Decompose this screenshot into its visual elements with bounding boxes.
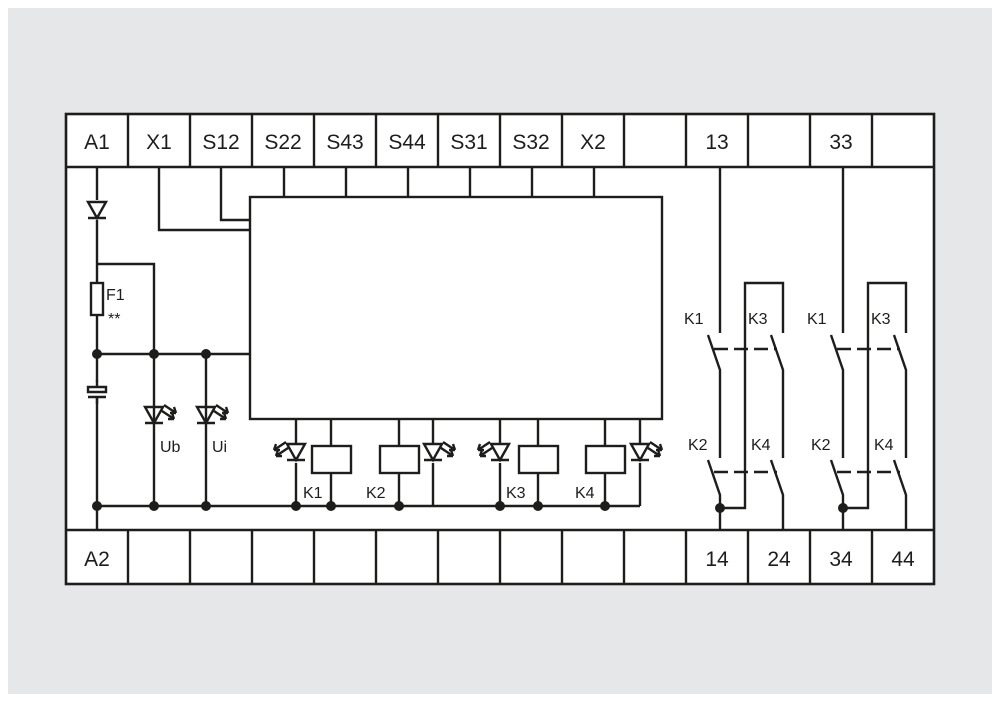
led-arrows-icon	[440, 441, 457, 458]
junction-dot	[201, 349, 211, 359]
top-terminal-label: A1	[84, 131, 110, 154]
contact-label: K2	[811, 437, 831, 454]
junction-dot	[149, 349, 159, 359]
contact-label: K4	[874, 437, 894, 454]
led-arrows-icon	[476, 441, 493, 458]
wire	[157, 167, 250, 232]
device-outline	[64, 112, 936, 586]
bottom-terminal-label: 34	[829, 548, 853, 571]
led-icon	[421, 442, 445, 463]
led-icon	[628, 442, 652, 463]
top-terminal-label: S31	[450, 131, 487, 154]
fuse-label: F1	[106, 287, 125, 304]
contact-label: K1	[684, 311, 704, 328]
led-label-ui: Ui	[212, 439, 227, 456]
bottom-terminal-label: 44	[891, 548, 915, 571]
top-terminal-label: S22	[264, 131, 301, 154]
led-icon	[488, 442, 512, 463]
top-terminal-label: 33	[829, 131, 852, 154]
bottom-terminal-label: 14	[705, 548, 729, 571]
junction-dot	[715, 503, 725, 513]
led-icon	[284, 442, 308, 463]
top-terminal-label: X1	[146, 131, 172, 154]
relay-coil-icon	[517, 444, 560, 475]
junction-dot	[201, 501, 211, 511]
top-terminal-label: X2	[580, 131, 606, 154]
junction-dot	[149, 501, 159, 511]
relay-label-k4: K4	[575, 485, 595, 502]
junction-dot	[495, 501, 505, 511]
led-arrows-icon	[213, 404, 230, 421]
led-arrows-icon	[272, 441, 289, 458]
fuse-icon	[89, 281, 105, 317]
bottom-terminal-label: 24	[767, 548, 791, 571]
relay-label-k2: K2	[366, 485, 386, 502]
led-arrows-icon	[161, 404, 178, 421]
bottom-terminal-label: A2	[84, 548, 110, 571]
relay-label-k3: K3	[506, 485, 526, 502]
contact-path	[829, 167, 845, 530]
junction-dot	[600, 501, 610, 511]
fuse-note: **	[108, 311, 120, 328]
mechanical-linkage	[837, 347, 900, 474]
junction-dot	[291, 501, 301, 511]
led-label-ub: Ub	[160, 439, 181, 456]
relay-label-k1: K1	[303, 485, 323, 502]
junction-dot	[533, 501, 543, 511]
top-terminal-label: S44	[388, 131, 426, 154]
contact-path	[706, 167, 722, 530]
top-terminal-label: 13	[705, 131, 728, 154]
diode-icon	[85, 200, 109, 221]
contact-label: K3	[748, 311, 768, 328]
top-terminal-label: S32	[512, 131, 549, 154]
contact-label: K3	[871, 311, 891, 328]
contact-label: K1	[807, 311, 827, 328]
relay-coil-icon	[584, 444, 627, 475]
contact-label: K4	[751, 437, 771, 454]
relay-coil-icon	[310, 444, 353, 475]
led-arrows-icon	[647, 441, 664, 458]
junction-dot	[394, 501, 404, 511]
safety-logic-block	[248, 195, 664, 421]
top-terminal-label: S12	[202, 131, 239, 154]
junction-dot	[326, 501, 336, 511]
contact-label: K2	[688, 437, 708, 454]
led-icon	[194, 405, 218, 426]
junction-dot	[92, 349, 102, 359]
junction-dot	[838, 503, 848, 513]
led-icon	[142, 405, 166, 426]
junction-dot	[92, 501, 102, 511]
top-terminal-label: S43	[326, 131, 363, 154]
capacitor-icon	[86, 380, 108, 404]
relay-coil-icon	[378, 444, 421, 475]
mechanical-linkage	[714, 347, 777, 474]
